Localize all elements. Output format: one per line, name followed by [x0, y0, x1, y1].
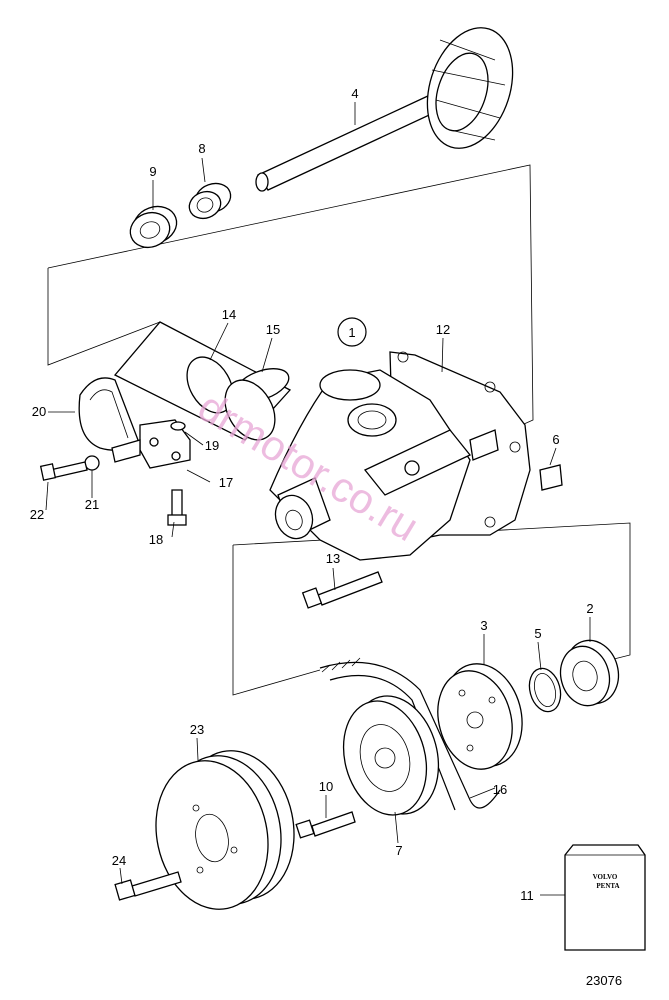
callout-8: 8: [198, 141, 205, 156]
callout-18: 18: [149, 532, 163, 547]
service-kit-part-11: VOLVO PENTA: [564, 844, 646, 951]
kit-brand-volvo: VOLVO: [593, 873, 618, 881]
callout-5: 5: [534, 626, 541, 641]
callout-22: 22: [30, 507, 44, 522]
bearing-part-2: [559, 639, 620, 707]
leader-lines: [45, 102, 591, 896]
plug-part-6: [539, 464, 563, 491]
callout-labels: 2 3 4 5 6 7 8 9 10 11 12 13 14 15 16 17 …: [30, 86, 594, 903]
callout-9: 9: [149, 164, 156, 179]
callout-16: 16: [493, 782, 507, 797]
callout-13: 13: [326, 551, 340, 566]
hose-clamp-part-15: [224, 368, 290, 441]
group-label-text: 1: [348, 325, 355, 340]
group-label: 1: [337, 317, 367, 347]
bearing-part-9: [129, 205, 178, 249]
bolt-part-24: [114, 871, 182, 901]
bracket-assembly: [39, 377, 191, 526]
callout-12: 12: [436, 322, 450, 337]
circlip-part-5: [528, 667, 562, 713]
pump-housing: [269, 351, 531, 561]
callout-11: 11: [520, 888, 534, 903]
callout-17: 17: [219, 475, 233, 490]
drive-belt-part-16: [319, 657, 501, 811]
crankshaft-pulley-part-23: [155, 750, 295, 910]
kit-brand-penta: PENTA: [596, 882, 619, 890]
bolt-part-13: [301, 571, 383, 609]
callout-21: 21: [85, 497, 99, 512]
callout-7: 7: [395, 843, 402, 858]
callout-14: 14: [222, 307, 236, 322]
callout-23: 23: [190, 722, 204, 737]
pulley-part-7: [342, 695, 440, 816]
pulley-hub-part-3: [437, 663, 523, 770]
callout-19: 19: [205, 438, 219, 453]
callout-24: 24: [112, 853, 126, 868]
callout-6: 6: [552, 432, 559, 447]
callout-3: 3: [480, 618, 487, 633]
callout-15: 15: [266, 322, 280, 337]
bolt-part-10: [295, 811, 356, 839]
callout-2: 2: [586, 601, 593, 616]
callout-4: 4: [351, 86, 358, 101]
impeller-shaft: [255, 27, 514, 192]
callout-10: 10: [319, 779, 333, 794]
seal-part-8: [188, 182, 232, 220]
figure-number: 23076: [586, 973, 622, 988]
callout-20: 20: [32, 404, 46, 419]
